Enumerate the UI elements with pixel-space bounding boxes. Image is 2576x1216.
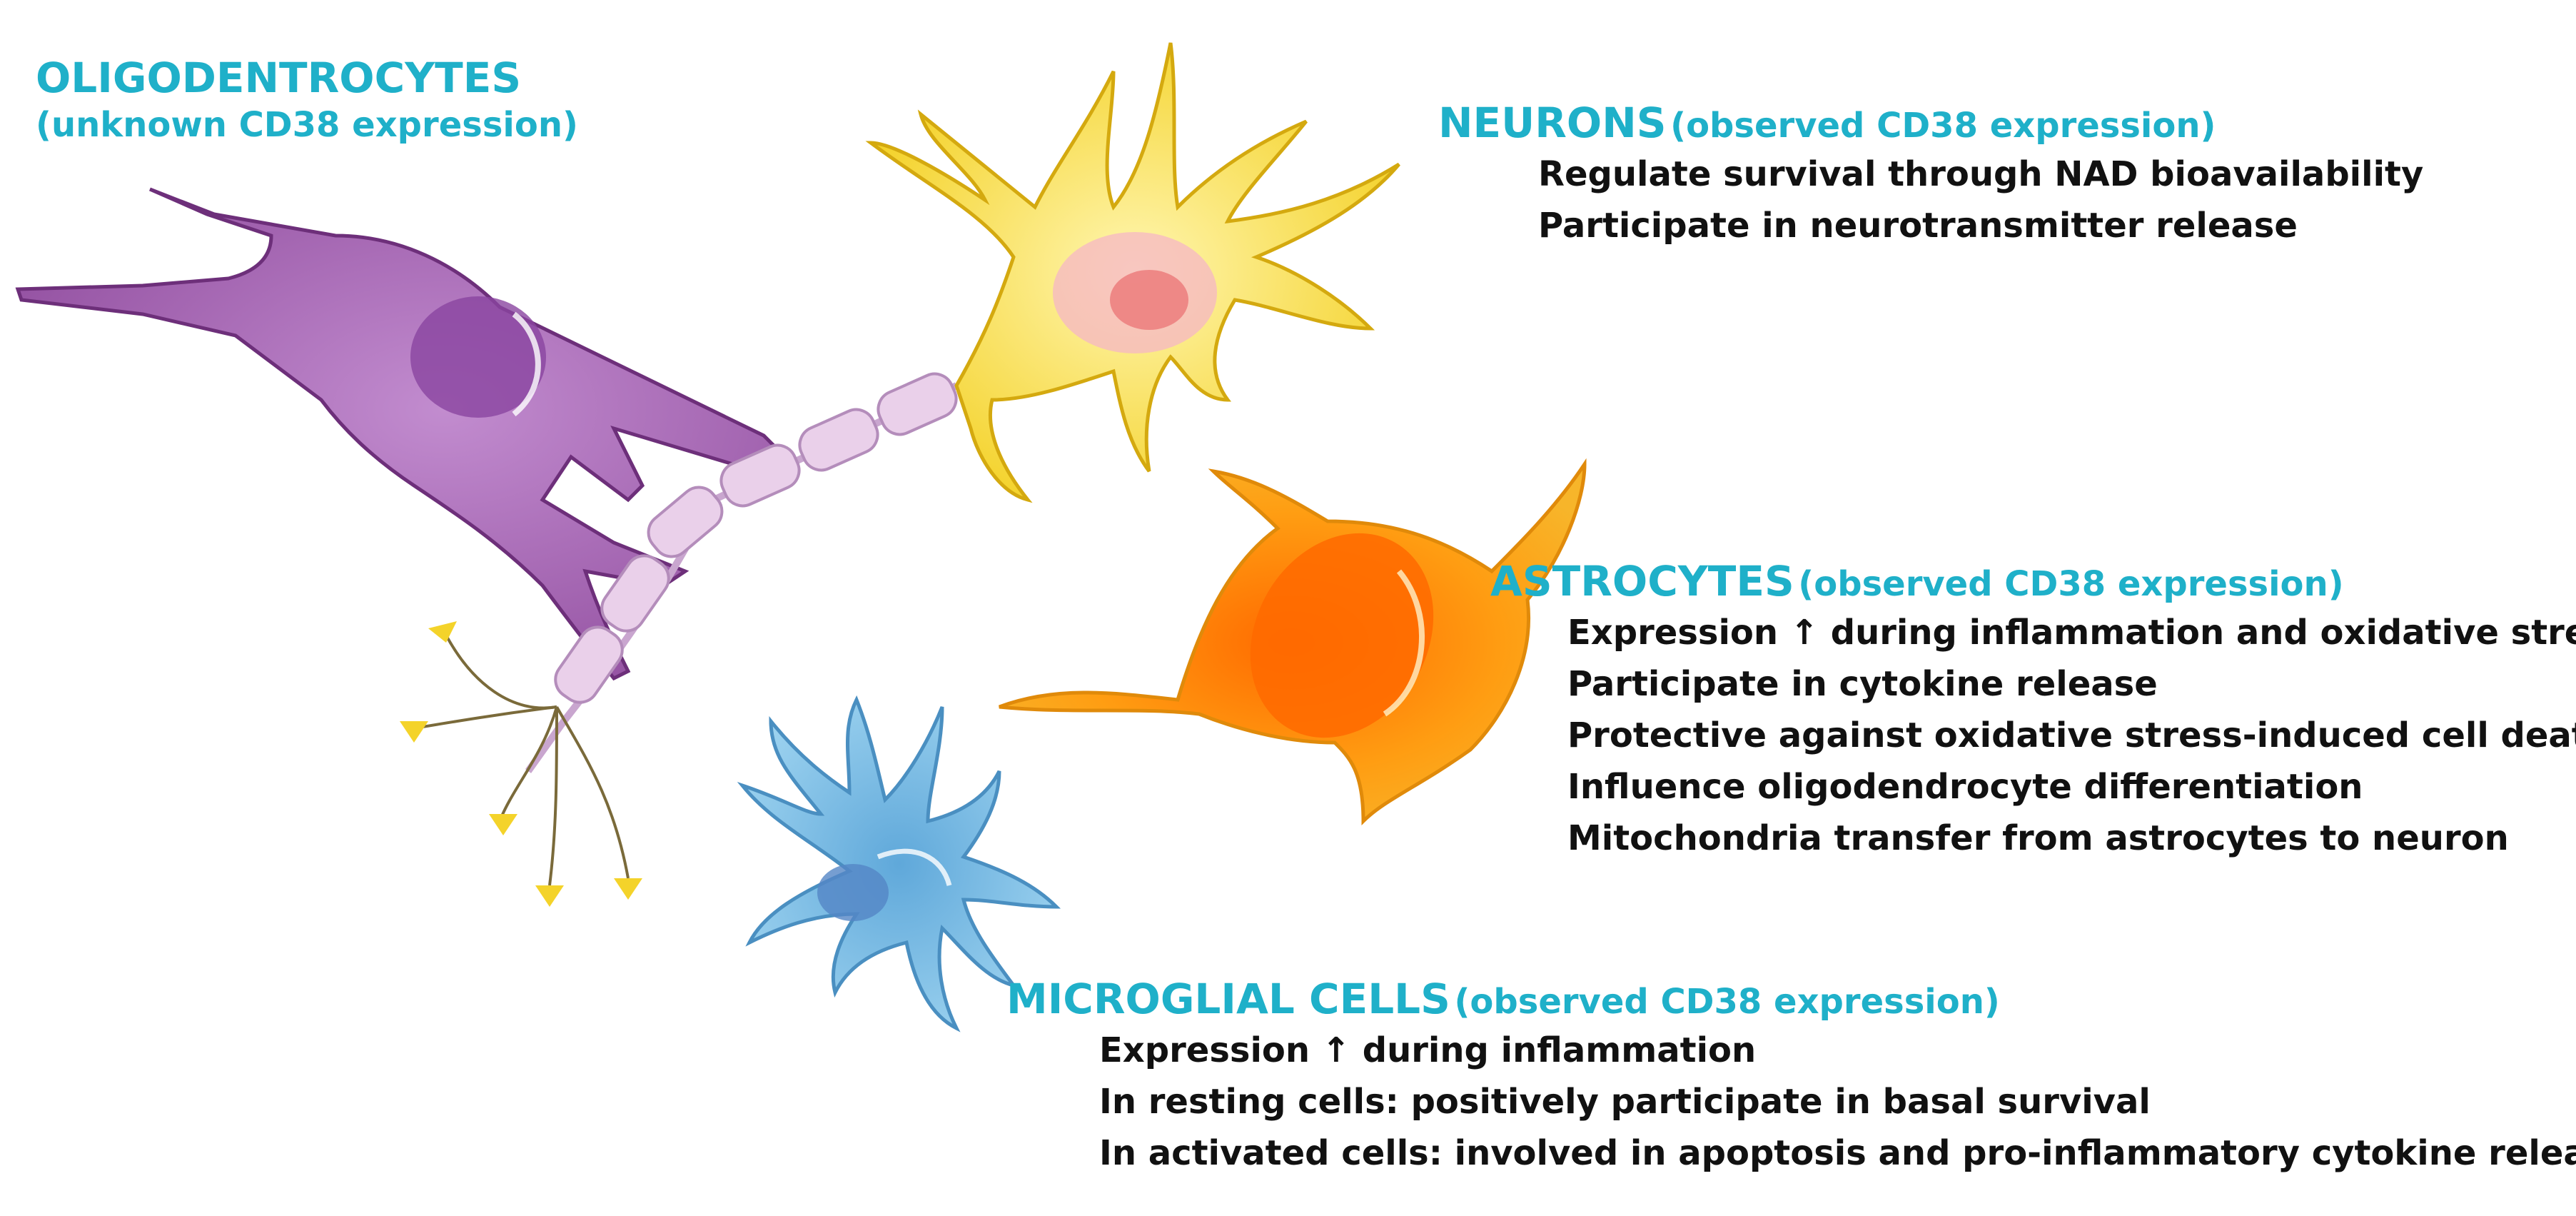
oligodendrocytes-title: OLIGODENTROCYTES [36, 54, 522, 102]
microglia-title: MICROGLIAL CELLS [1006, 975, 1450, 1023]
microglia-item: Expression ↑ during inflammation [1099, 1030, 1757, 1070]
neurons-item: Participate in neurotransmitter release [1538, 206, 2298, 246]
astrocytes-item: Mitochondria transfer from astrocytes to… [1567, 818, 2509, 858]
microglia-subtitle: (observed CD38 expression) [1454, 982, 2000, 1022]
astrocytes-title: ASTROCYTES [1490, 557, 1794, 606]
microglia-cell [737, 695, 1061, 1032]
microglia-list: Expression ↑ during inflammation In rest… [1099, 1025, 2576, 1179]
astrocytes-item: Protective against oxidative stress-indu… [1567, 715, 2576, 755]
neurons-title: NEURONS [1438, 99, 1667, 147]
neuron-cell [865, 42, 1400, 503]
axon-terminals [400, 621, 642, 907]
astrocyte-cell [999, 458, 1587, 826]
astrocytes-item: Influence oligodendrocyte differentiatio… [1567, 767, 2363, 807]
neurons-subtitle: (observed CD38 expression) [1670, 106, 2216, 146]
neurons-item: Regulate survival through NAD bioavailab… [1538, 154, 2424, 194]
astrocytes-section: ASTROCYTES (observed CD38 expression) Ex… [1490, 557, 2576, 864]
astrocytes-item: Expression ↑ during inflammation and oxi… [1567, 613, 2576, 653]
astrocytes-item: Participate in cytokine release [1567, 664, 2158, 704]
oligodendrocytes-label: OLIGODENTROCYTES (unknown CD38 expressio… [36, 54, 578, 145]
microglia-item: In activated cells: involved in apoptosi… [1099, 1133, 2576, 1173]
microglia-section: MICROGLIAL CELLS (observed CD38 expressi… [1006, 975, 2576, 1179]
neurons-section: NEURONS (observed CD38 expression) Regul… [1438, 99, 2423, 251]
microglia-item: In resting cells: positively participate… [1099, 1082, 2151, 1122]
neurons-list: Regulate survival through NAD bioavailab… [1538, 149, 2423, 251]
astrocytes-subtitle: (observed CD38 expression) [1798, 564, 2344, 604]
oligodendrocyte-cell [15, 187, 797, 681]
oligodendrocytes-subtitle: (unknown CD38 expression) [36, 105, 578, 145]
astrocytes-list: Expression ↑ during inflammation and oxi… [1567, 607, 2576, 864]
